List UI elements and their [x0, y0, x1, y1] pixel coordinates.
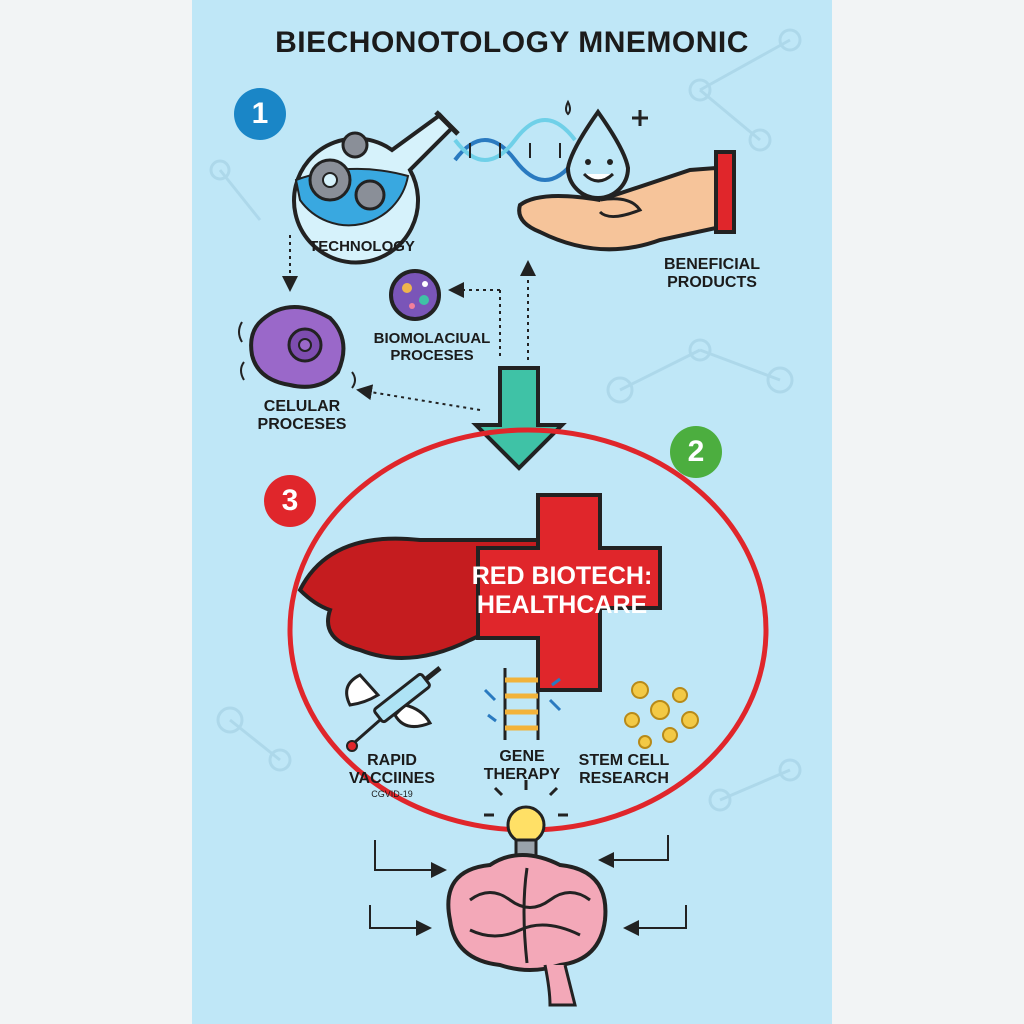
cellular-line-1: CELULAR: [263, 398, 341, 415]
rapid-line-1: RAPID: [367, 752, 417, 769]
technology-label: TECHNOLOGY: [309, 238, 415, 255]
beneficial-line-2: PRODUCTS: [667, 274, 757, 292]
stem-cell-research-label: STEM CELL RESEARCH: [564, 752, 684, 789]
dashed-connectors: [282, 235, 536, 411]
beneficial-products-label: BENEFICIAL PRODUCTS: [642, 256, 782, 293]
stem-line-1: STEM CELL: [578, 752, 670, 769]
gene-ladder-icon: [483, 668, 562, 740]
dna-helix-icon: [453, 118, 577, 182]
biomol-line-2: PROCESES: [390, 347, 474, 365]
rapid-line-2: VACCIINES: [349, 770, 435, 788]
gene-line-1: GENE: [499, 748, 545, 765]
smiling-drop-icon: [565, 99, 648, 200]
cellular-processes-label: CELULAR PROCESES: [232, 398, 372, 435]
down-arrow-icon: [471, 366, 567, 471]
step-badge-1: 1: [234, 88, 286, 140]
step-badge-3: 3: [264, 475, 316, 527]
red-line-2: HEALTHCARE: [476, 590, 648, 619]
right-margin: [832, 0, 1024, 1024]
cellular-line-2: PROCESES: [257, 416, 347, 434]
rapid-vaccines-label: RAPID VACCIINES CGVID-19: [342, 752, 442, 799]
left-margin: [0, 0, 192, 1024]
red-biotech-label: RED BIOTECH: HEALTHCARE: [462, 562, 662, 620]
cell-with-gear-icon: [238, 305, 356, 389]
brain-icon: [446, 853, 608, 1007]
red-cross-with-cape-icon: [297, 493, 662, 692]
winged-syringe-icon: [345, 666, 442, 752]
flask-with-gears-icon: [292, 110, 460, 265]
biomolecule-icon: [389, 269, 441, 321]
biomol-line-1: BIOMOLACIUAL: [373, 330, 491, 347]
red-line-1: RED BIOTECH:: [471, 562, 653, 590]
gene-line-2: THERAPY: [483, 766, 561, 784]
step-badge-2: 2: [670, 426, 722, 478]
infographic-panel: 1 2 3 BIECHONOTOLOGY MNEMONIC TECHNOLOGY…: [192, 0, 832, 1024]
page-title: BIECHONOTOLOGY MNEMONIC: [275, 26, 749, 59]
diagram-artwork: [209, 28, 802, 1007]
biomolecular-processes-label: BIOMOLACIUAL PROCESES: [362, 330, 502, 365]
rapid-line-3: CGVID-19: [371, 788, 413, 799]
gene-therapy-label: GENE THERAPY: [472, 748, 572, 785]
stem-cells-icon: [624, 681, 699, 749]
molecule-network-background: [209, 28, 802, 812]
brain-arrows: [369, 835, 687, 936]
open-hand-icon: [517, 150, 736, 252]
beneficial-line-1: BENEFICIAL: [664, 256, 760, 273]
stem-line-2: RESEARCH: [579, 770, 669, 788]
lightbulb-icon: [484, 780, 568, 860]
